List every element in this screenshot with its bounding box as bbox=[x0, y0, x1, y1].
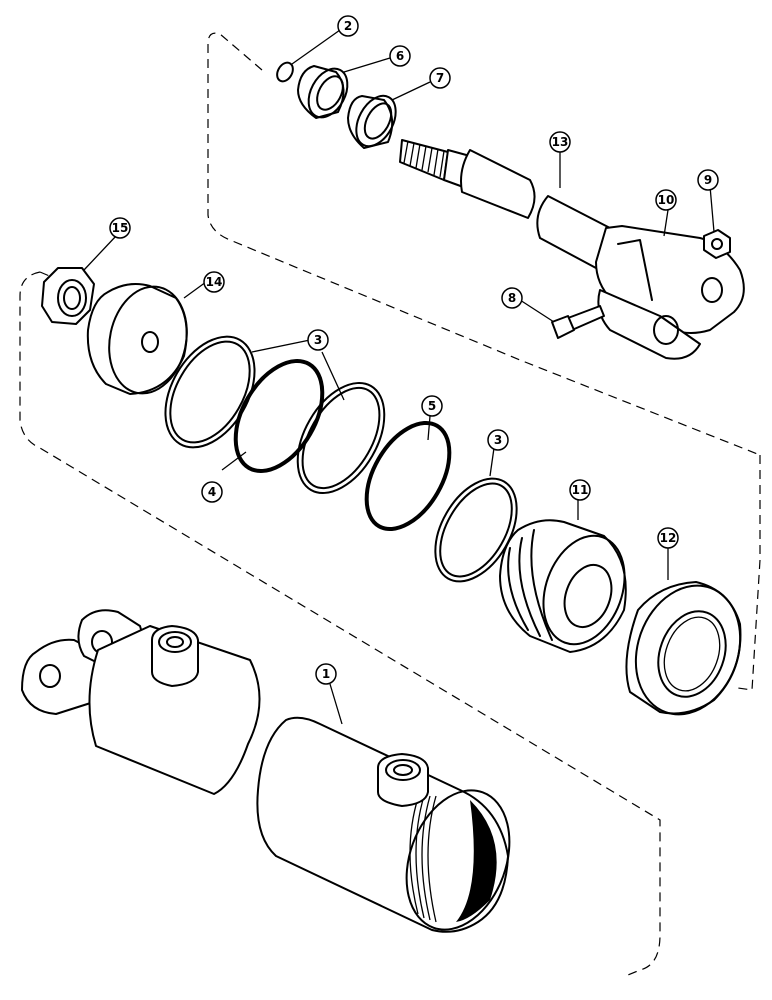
callout-4: 4 bbox=[201, 481, 223, 503]
callout-11: 11 bbox=[569, 479, 591, 501]
part-14-piston bbox=[86, 283, 188, 395]
svg-text:8: 8 bbox=[508, 291, 516, 305]
leader-5 bbox=[427, 415, 431, 441]
callout-1: 1 bbox=[315, 663, 337, 685]
svg-text:12: 12 bbox=[660, 531, 677, 545]
callout-13: 13 bbox=[549, 131, 571, 153]
svg-text:1: 1 bbox=[322, 667, 330, 681]
svg-text:15: 15 bbox=[112, 221, 129, 235]
svg-text:2: 2 bbox=[344, 19, 352, 33]
leader-3b bbox=[489, 447, 495, 477]
callout-3-upper: 3 bbox=[307, 329, 329, 351]
leader-lines bbox=[83, 29, 715, 725]
part-4-o-ring bbox=[233, 359, 325, 473]
leader-10 bbox=[663, 209, 669, 237]
part-3-backup-ring-b bbox=[296, 382, 386, 494]
part-1-barrel bbox=[21, 609, 511, 933]
svg-text:5: 5 bbox=[428, 399, 436, 413]
body-group-outline-right bbox=[737, 455, 761, 691]
leader-3a bbox=[251, 339, 345, 401]
svg-text:3: 3 bbox=[314, 333, 322, 347]
leader-14 bbox=[183, 281, 207, 299]
part-6-rod-seal bbox=[297, 65, 349, 119]
svg-text:14: 14 bbox=[206, 275, 223, 289]
callout-15: 15 bbox=[109, 217, 131, 239]
leader-6 bbox=[343, 57, 391, 73]
callout-3-lower: 3 bbox=[487, 429, 509, 451]
svg-text:9: 9 bbox=[704, 173, 712, 187]
svg-text:6: 6 bbox=[396, 49, 404, 63]
callout-2: 2 bbox=[337, 15, 359, 37]
part-12-retaining-nut bbox=[625, 581, 742, 716]
svg-text:13: 13 bbox=[552, 135, 569, 149]
callout-7: 7 bbox=[429, 67, 451, 89]
part-9-nut bbox=[703, 229, 731, 259]
svg-text:4: 4 bbox=[208, 485, 216, 499]
leader-2 bbox=[291, 29, 341, 65]
svg-text:10: 10 bbox=[658, 193, 675, 207]
leader-9 bbox=[709, 185, 715, 233]
leader-4 bbox=[221, 451, 247, 471]
leader-8 bbox=[519, 299, 555, 323]
part-8-bolt bbox=[551, 305, 605, 339]
callout-12: 12 bbox=[657, 527, 679, 549]
leader-7 bbox=[391, 81, 431, 101]
svg-text:11: 11 bbox=[572, 483, 589, 497]
callout-14: 14 bbox=[203, 271, 225, 293]
svg-text:7: 7 bbox=[436, 71, 444, 85]
leader-1 bbox=[329, 683, 343, 725]
callout-8: 8 bbox=[501, 287, 523, 309]
svg-text:3: 3 bbox=[494, 433, 502, 447]
callout-9: 9 bbox=[697, 169, 719, 191]
part-15-hex-nut bbox=[41, 267, 95, 325]
part-5-o-ring bbox=[364, 420, 452, 532]
callout-6: 6 bbox=[389, 45, 411, 67]
rod-group-outline bbox=[207, 32, 761, 456]
body-group-outline bbox=[19, 271, 661, 976]
part-11-gland bbox=[499, 519, 627, 653]
part-2-o-ring bbox=[276, 61, 294, 83]
callout-5: 5 bbox=[421, 395, 443, 417]
leader-15 bbox=[83, 235, 117, 271]
part-7-wiper bbox=[347, 94, 397, 149]
callout-10: 10 bbox=[655, 189, 677, 211]
